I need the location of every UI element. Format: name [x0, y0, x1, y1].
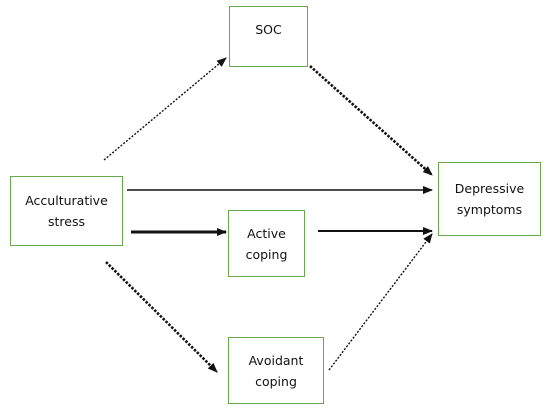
node-acculturative-stress-label: Acculturative stress: [25, 193, 108, 229]
arrow-acculturative-stress-to-avoidant-coping: [105, 261, 218, 373]
node-soc-label: SOC: [255, 22, 282, 37]
arrow-avoidant-coping-to-depressive-symptoms: [328, 233, 433, 371]
arrow-acculturative-stress-to-soc: [103, 57, 227, 161]
arrow-soc-to-depressive-symptoms: [309, 65, 433, 176]
node-depressive-symptoms: Depressive symptoms: [438, 162, 541, 236]
node-active-coping: Active coping: [228, 210, 305, 277]
node-soc: SOC: [229, 6, 308, 67]
node-acculturative-stress: Acculturative stress: [10, 176, 123, 246]
node-avoidant-coping-label: Avoidant coping: [248, 352, 304, 389]
node-active-coping-label: Active coping: [245, 225, 288, 262]
node-avoidant-coping: Avoidant coping: [228, 337, 324, 404]
node-depressive-symptoms-label: Depressive symptoms: [454, 181, 525, 217]
